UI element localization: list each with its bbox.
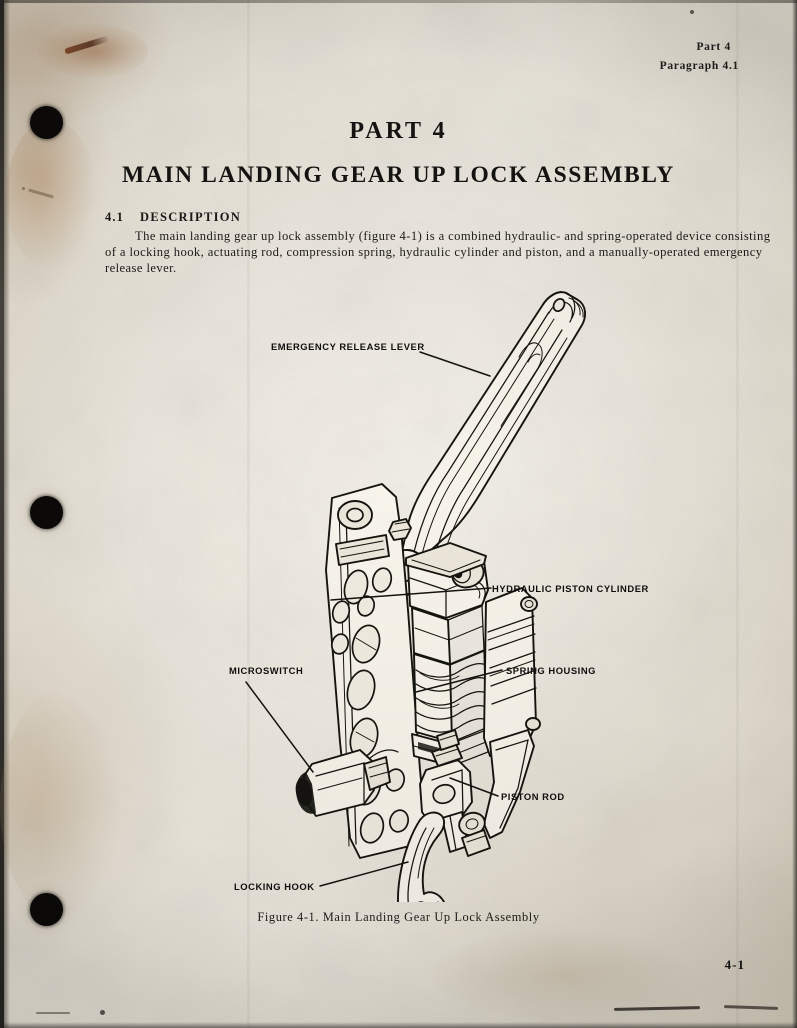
scan-mark-bottom-right (613, 1006, 701, 1011)
callout-piston-rod: PISTON ROD (449, 777, 565, 802)
section-number: 4.1 (105, 210, 124, 224)
figure-caption: Figure 4-1. Main Landing Gear Up Lock As… (257, 910, 540, 924)
callout-spring-housing: SPRING HOUSING (415, 665, 596, 693)
piston-rod-drawing (419, 729, 491, 857)
page-title: MAIN LANDING GEAR UP LOCK ASSEMBLY (122, 162, 675, 188)
header-paragraph-line: Paragraph 4.1 (659, 60, 739, 72)
scan-edge-right (792, 0, 797, 1028)
locking-hook-drawing (397, 811, 446, 902)
hydraulic-piston-cylinder-drawing (405, 542, 489, 665)
support-bracket-ribbed (483, 587, 541, 839)
scan-mark-bottom-far-right (723, 1005, 779, 1010)
microswitch-drawing (295, 749, 399, 817)
scan-mark-left-mid (28, 188, 54, 199)
punch-hole-middle (30, 496, 63, 529)
part-title: PART 4 (349, 118, 448, 144)
page-number: 4-1 (724, 957, 745, 972)
header-part-line: Part 4 (696, 41, 731, 53)
scan-speck-right-upper (690, 10, 694, 14)
scan-edge-top (0, 0, 797, 3)
scan-band-left (247, 0, 250, 1028)
scan-edge-bottom (0, 1022, 797, 1028)
scan-mark-bottom-mid (100, 1010, 105, 1015)
section-body-text: The main landing gear up lock assembly (… (105, 228, 777, 277)
callout-label-emergency-release-lever: EMERGENCY RELEASE LEVER (271, 341, 425, 352)
stain-streak-top-left (64, 35, 110, 55)
callout-locking-hook: LOCKING HOOK (234, 861, 409, 892)
section-body-paragraph: The main landing gear up lock assembly (… (105, 229, 771, 276)
callout-label-spring-housing: SPRING HOUSING (506, 665, 596, 676)
scan-band-right (736, 0, 739, 1028)
callout-label-microswitch: MICROSWITCH (229, 665, 303, 676)
scan-edge-left-shadow (4, 0, 10, 1028)
scan-speck-upper-left (22, 187, 25, 190)
scan-edge-left (0, 0, 4, 1028)
callout-microswitch: MICROSWITCH (229, 665, 314, 773)
section-heading: DESCRIPTION (140, 210, 242, 224)
emergency-release-lever-drawing (380, 291, 586, 597)
figure-main-landing-gear-up-lock-assembly: EMERGENCY RELEASE LEVER HYDRAULIC PISTON… (150, 272, 710, 902)
stain-top-left (38, 24, 148, 78)
callout-label-locking-hook: LOCKING HOOK (234, 881, 315, 892)
callout-hydraulic-piston-cylinder: HYDRAULIC PISTON CYLINDER (330, 583, 649, 601)
stain-left-lower (0, 690, 120, 920)
punch-hole-top (30, 106, 63, 139)
scan-mark-bottom-left (36, 1012, 70, 1014)
punch-hole-bottom (30, 893, 63, 926)
callout-emergency-release-lever: EMERGENCY RELEASE LEVER (271, 341, 491, 377)
callout-label-hydraulic-piston-cylinder: HYDRAULIC PISTON CYLINDER (492, 583, 649, 594)
callout-label-piston-rod: PISTON ROD (501, 791, 565, 802)
